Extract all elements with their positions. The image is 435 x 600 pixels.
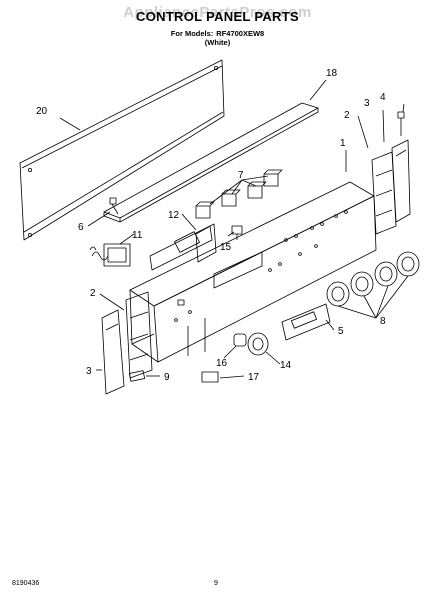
watermark: AppliancePartsPros.com (123, 4, 312, 21)
model-number: RF4700XEW8 (216, 29, 265, 38)
end-cap-part-lower (125, 291, 153, 379)
bracket-part (149, 223, 217, 271)
callout-12: 12 (168, 210, 180, 221)
leader-lines (59, 79, 409, 379)
callout-3-lower: 3 (86, 366, 92, 377)
page-number: 9 (214, 580, 218, 587)
callout-15: 15 (220, 242, 232, 253)
callout-5: 5 (338, 326, 344, 337)
callout-11: 11 (132, 230, 143, 241)
callout-8: 8 (380, 316, 386, 327)
top-trim-bar-part (103, 102, 319, 223)
callout-2-upper: 2 (344, 110, 350, 121)
callout-3-upper: 3 (364, 98, 370, 109)
knob-part (326, 251, 420, 307)
control-panel-housing-part (129, 181, 377, 363)
end-cap-part-upper (371, 151, 397, 235)
callout-7: 7 (238, 170, 244, 181)
callout-6: 6 (78, 222, 84, 233)
clip-part (128, 370, 146, 382)
switch-part (231, 225, 243, 240)
callout-16: 16 (216, 358, 228, 369)
transformer-part (89, 243, 131, 267)
side-trim-part-lower (101, 309, 125, 395)
callout-1: 1 (340, 138, 346, 149)
callout-17: 17 (248, 372, 260, 383)
screw-part-upper (397, 111, 405, 136)
connector-part (201, 371, 219, 383)
callout-2-lower: 2 (90, 288, 96, 299)
callout-14: 14 (280, 360, 292, 371)
doc-number: 8190436 (12, 580, 40, 587)
single-knob-part (247, 332, 269, 356)
socket-part (233, 333, 247, 347)
part-callouts: 20 18 4 3 2 1 7 12 6 11 15 2 8 5 3 16 14… (36, 68, 386, 383)
callout-18: 20 (36, 106, 48, 117)
color-variant: (White) (204, 38, 231, 47)
page-title: CONTROL PANEL PARTS (136, 9, 299, 24)
back-panel-part (19, 59, 225, 241)
callout-4: 4 (380, 92, 386, 103)
side-trim-part-upper (391, 139, 411, 223)
models-label: For Models: (170, 29, 214, 38)
callout-9: 9 (164, 372, 170, 383)
screw-part (109, 197, 119, 215)
callout-20: 18 (326, 68, 338, 79)
display-module-part (281, 303, 331, 341)
models-line: For Models:RF4700XEW8 (0, 29, 435, 38)
